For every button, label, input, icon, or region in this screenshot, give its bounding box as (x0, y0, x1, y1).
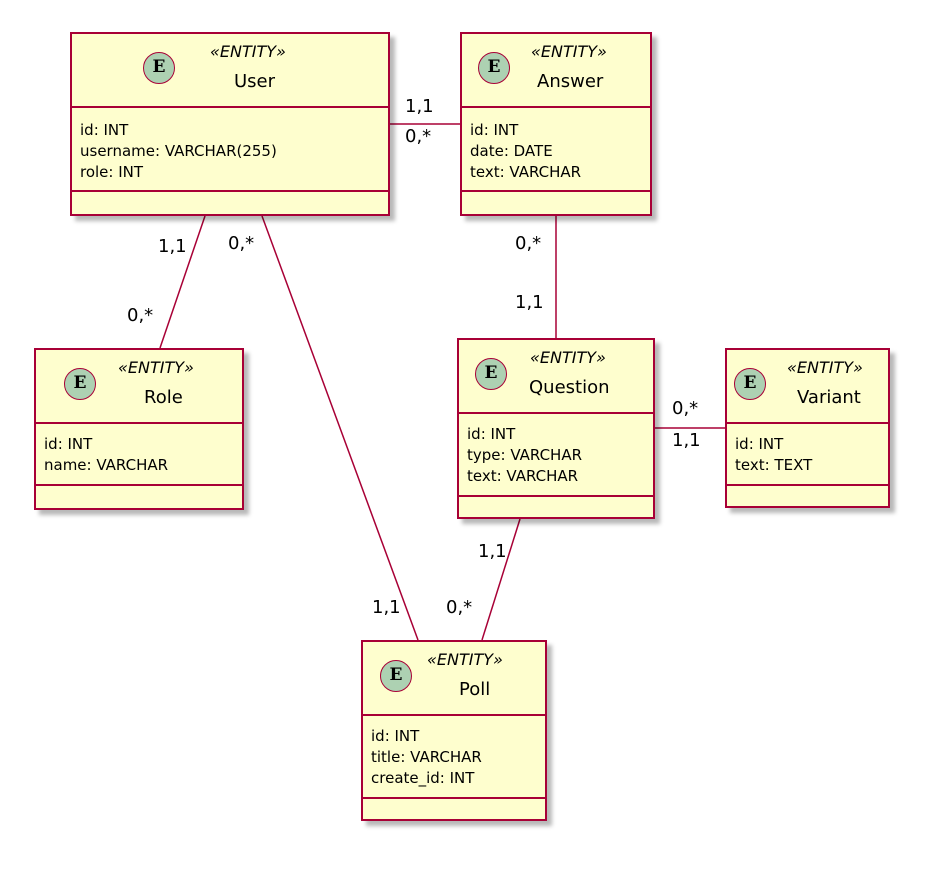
entity-stereotype: «ENTITY» (787, 358, 863, 377)
attribute: id: INT (735, 435, 784, 453)
entity-attributes: id: INT date: DATE text: VARCHAR (462, 108, 650, 192)
multiplicity-label: 1,1 (515, 292, 544, 313)
multiplicity-label: 0,* (228, 233, 255, 254)
entity-name: Role (144, 387, 183, 408)
attribute: role: INT (80, 163, 144, 181)
entity-stereotype: «ENTITY» (118, 358, 194, 377)
entity-stereotype: «ENTITY» (427, 650, 503, 669)
multiplicity-label: 1,1 (478, 541, 507, 562)
attribute: create_id: INT (371, 769, 475, 787)
attribute: name: VARCHAR (44, 456, 169, 474)
entity-stereotype: «ENTITY» (531, 42, 607, 61)
entity-attributes: id: INT name: VARCHAR (36, 424, 242, 486)
entity-e-icon: E (475, 358, 507, 390)
entity-e-icon: E (143, 52, 175, 84)
multiplicity-label: 0,* (515, 233, 542, 254)
attribute: username: VARCHAR(255) (80, 142, 277, 160)
multiplicity-label: 1,1 (372, 597, 401, 618)
relation-line-user-poll (261, 215, 419, 641)
attribute: text: VARCHAR (470, 163, 582, 181)
multiplicity-label: 0,* (672, 398, 699, 419)
entity-e-icon: E (380, 660, 412, 692)
attribute: date: DATE (470, 142, 553, 160)
attribute: id: INT (470, 121, 519, 139)
entity-name: Question (529, 377, 610, 398)
multiplicity-label: 1,1 (158, 236, 187, 257)
entity-attributes: id: INT type: VARCHAR text: VARCHAR (459, 414, 653, 497)
multiplicity-label: 1,1 (672, 430, 701, 451)
entity-user: E «ENTITY» User id: INT username: VARCHA… (70, 32, 390, 216)
entity-header: E «ENTITY» Question (459, 340, 653, 414)
entity-answer: E «ENTITY» Answer id: INT date: DATE tex… (460, 32, 652, 216)
entity-poll: E «ENTITY» Poll id: INT title: VARCHAR c… (361, 640, 547, 821)
entity-name: Variant (797, 387, 861, 408)
entity-name: Poll (459, 679, 491, 700)
entity-question: E «ENTITY» Question id: INT type: VARCHA… (457, 338, 655, 519)
entity-stereotype: «ENTITY» (530, 348, 606, 367)
relation-line-question-poll (481, 518, 521, 641)
entity-header: E «ENTITY» Answer (462, 34, 650, 108)
attribute: id: INT (80, 121, 129, 139)
attribute: id: INT (467, 425, 516, 443)
entity-header: E «ENTITY» Poll (363, 642, 545, 716)
entity-attributes: id: INT title: VARCHAR create_id: INT (363, 716, 545, 799)
attribute: text: VARCHAR (467, 467, 579, 485)
attribute: id: INT (44, 435, 93, 453)
attribute: title: VARCHAR (371, 748, 482, 766)
entity-e-icon: E (478, 52, 510, 84)
entity-name: User (234, 71, 276, 92)
entity-variant: E «ENTITY» Variant id: INT text: TEXT (725, 348, 890, 508)
attribute: type: VARCHAR (467, 446, 583, 464)
relation-line-user-role (159, 215, 206, 349)
entity-attributes: id: INT username: VARCHAR(255) role: INT (72, 108, 388, 192)
entity-name: Answer (537, 71, 604, 92)
entity-role: E «ENTITY» Role id: INT name: VARCHAR (34, 348, 244, 510)
entity-header: E «ENTITY» User (72, 34, 388, 108)
entity-header: E «ENTITY» Variant (727, 350, 888, 424)
entity-stereotype: «ENTITY» (210, 42, 286, 61)
entity-e-icon: E (734, 368, 766, 400)
multiplicity-label: 0,* (405, 126, 432, 147)
multiplicity-label: 1,1 (405, 96, 434, 117)
multiplicity-label: 0,* (127, 305, 154, 326)
multiplicity-label: 0,* (446, 597, 473, 618)
attribute: id: INT (371, 727, 420, 745)
entity-header: E «ENTITY» Role (36, 350, 242, 424)
attribute: text: TEXT (735, 456, 813, 474)
entity-e-icon: E (64, 368, 96, 400)
entity-attributes: id: INT text: TEXT (727, 424, 888, 486)
